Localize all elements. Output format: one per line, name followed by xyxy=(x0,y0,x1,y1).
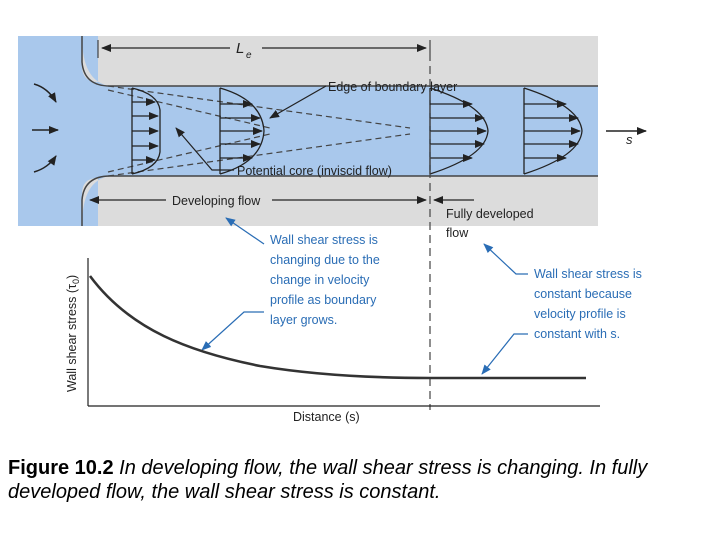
potential-core-label: Potential core (inviscid flow) xyxy=(237,164,392,178)
edge-boundary-leader xyxy=(269,85,327,119)
fully-developed-label-line-2: flow xyxy=(446,226,469,240)
caption-text: In developing flow, the wall shear stres… xyxy=(8,457,648,503)
shear-changing-arrow-up xyxy=(225,217,265,245)
edge-boundary-label: Edge of boundary layer xyxy=(328,80,457,94)
shear-changing-arrow-down xyxy=(201,311,264,351)
velocity-profile-2 xyxy=(219,87,265,175)
shear-changing-annotation: Wall shear stress is changing due to the… xyxy=(270,233,380,327)
x-axis-label: Distance (s) xyxy=(293,410,360,424)
shear-constant-line-4: constant with s. xyxy=(534,327,620,341)
shear-changing-line-2: changing due to the xyxy=(270,253,380,267)
s-label: s xyxy=(626,132,633,147)
shear-constant-arrow-down xyxy=(481,333,528,375)
pipe-flow-diagram: s L e Edge of boundary layer Potential c… xyxy=(18,36,647,424)
shear-changing-line-3: change in velocity xyxy=(270,273,370,287)
entrance-length-label: L xyxy=(236,40,244,57)
pipe-interior xyxy=(98,86,598,176)
shear-changing-line-1: Wall shear stress is xyxy=(270,233,378,247)
inflow-arrows xyxy=(32,83,59,173)
potential-core-leader xyxy=(175,127,234,171)
velocity-profile-4 xyxy=(523,87,583,175)
boundary-layer-edges xyxy=(107,85,411,177)
developing-flow-dimension: Developing flow xyxy=(89,194,474,208)
shear-constant-line-2: constant because xyxy=(534,287,632,301)
shear-changing-line-5: layer grows. xyxy=(270,313,337,327)
caption-number: Figure 10.2 xyxy=(8,457,114,479)
shear-constant-line-1: Wall shear stress is xyxy=(534,267,642,281)
shear-changing-line-4: profile as boundary xyxy=(270,293,377,307)
figure-caption: Figure 10.2 In developing flow, the wall… xyxy=(8,456,713,504)
developing-flow-label: Developing flow xyxy=(172,194,261,208)
shear-constant-annotation: Wall shear stress is constant because ve… xyxy=(534,267,642,341)
fully-developed-label-line-1: Fully developed xyxy=(446,207,534,221)
entrance-length-subscript: e xyxy=(246,50,252,61)
wall-shear-curve xyxy=(88,275,586,380)
shear-constant-line-3: velocity profile is xyxy=(534,307,626,321)
y-axis-label: Wall shear stress (τ0) xyxy=(65,275,81,392)
velocity-profile-1 xyxy=(131,87,161,175)
shear-constant-arrow-up xyxy=(483,243,528,275)
